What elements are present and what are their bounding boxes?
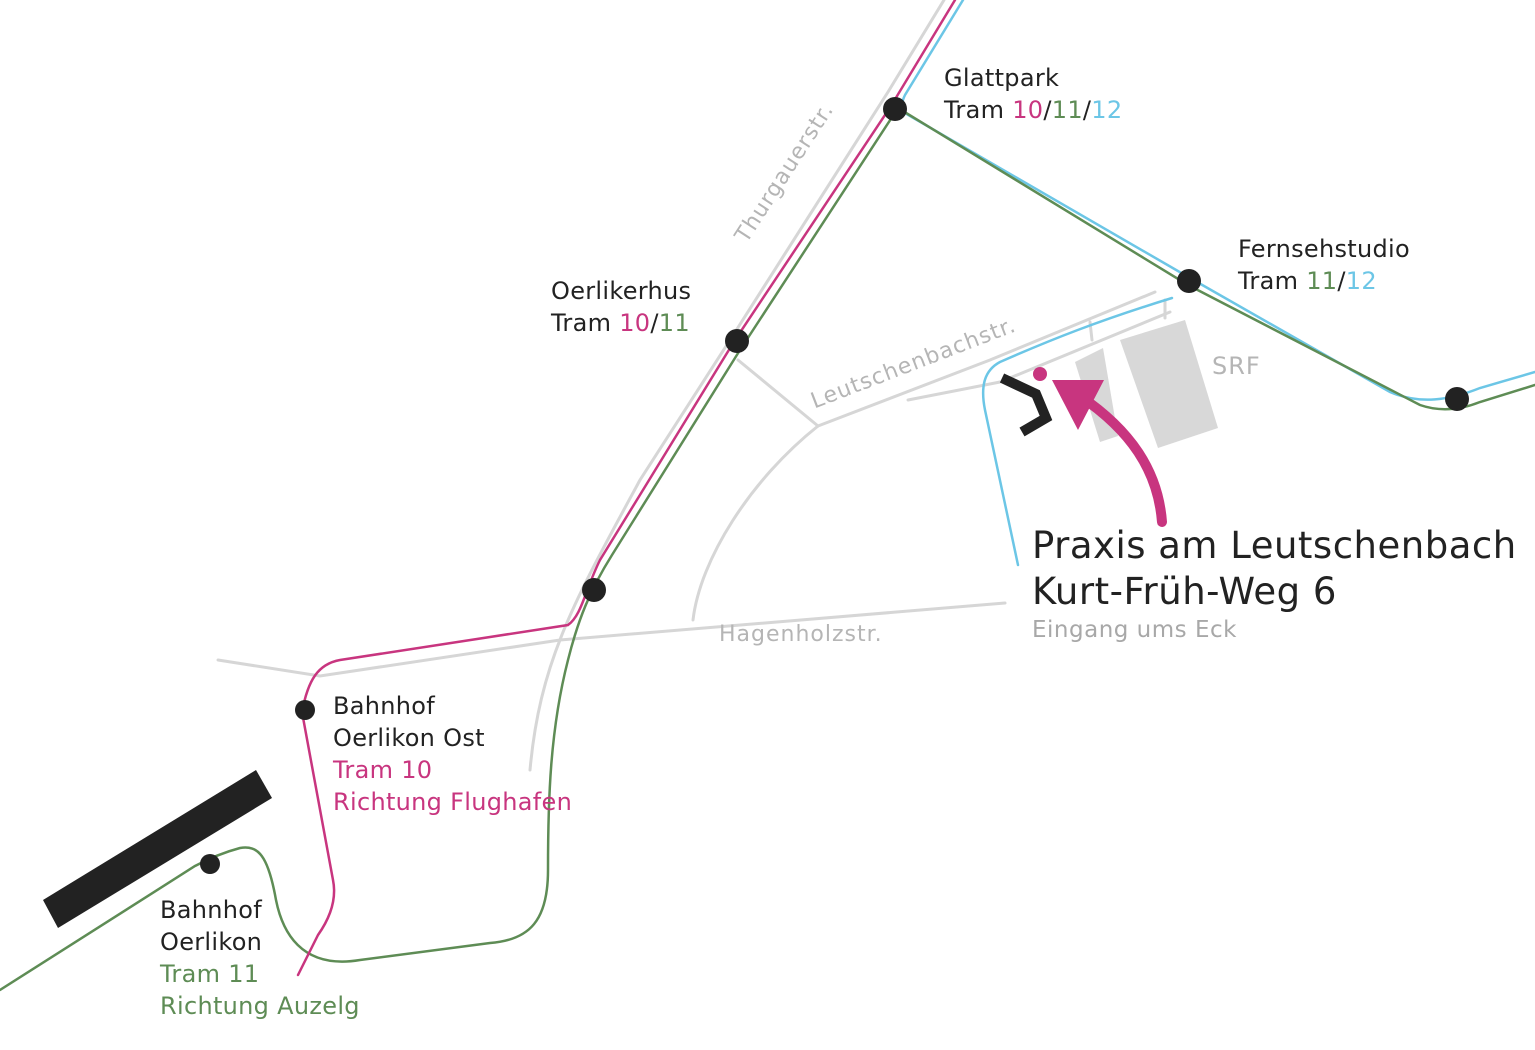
separator: / [1043,96,1052,124]
stop-name-line2: Oerlikon Ost [333,724,485,752]
stop-label-oerlikon-ost: Bahnhof Oerlikon Ost Tram 10 Richtung Fl… [333,690,572,818]
destination-label: Praxis am Leutschenbach Kurt-Früh-Weg 6 … [1032,523,1517,645]
destination-arrow-head [1052,380,1104,430]
tram-line: Tram 11 [160,960,260,988]
railway-station-building [43,770,272,928]
srf-building-large [1120,320,1218,448]
destination-address: Kurt-Früh-Weg 6 [1032,570,1337,613]
station-hagenholz[interactable] [582,578,606,602]
station-oerlikon[interactable] [200,854,220,874]
station-fernsehstudio[interactable] [1177,269,1201,293]
line-10: 10 [1012,96,1044,124]
line-10: 10 [619,309,651,337]
stop-label-oerlikon: Bahnhof Oerlikon Tram 11 Richtung Auzelg [160,894,360,1022]
separator: / [650,309,659,337]
line-12: 12 [1091,96,1123,124]
station-oerlikerhus[interactable] [725,329,749,353]
line-11: 11 [1306,267,1338,295]
entrance-marker[interactable] [1033,367,1047,381]
stop-label-fernsehstudio: Fernsehstudio Tram 11/12 [1238,233,1410,297]
stop-lines: Tram 10/11/12 [944,94,1122,126]
stop-label-oerlikerhus: Oerlikerhus Tram 10/11 [551,275,691,339]
tram-line: Tram 10 [333,756,433,784]
tram-11-route [0,106,1535,992]
station-oerlikon-ost[interactable] [295,700,315,720]
stop-name-line1: Bahnhof [333,692,436,720]
separator: / [1082,96,1092,124]
practice-building [999,373,1053,437]
station-glattpark[interactable] [883,97,907,121]
hagenholzstrasse-road [216,601,1007,678]
destination-name: Praxis am Leutschenbach [1032,524,1517,567]
stop-name-line2: Oerlikon [160,928,263,956]
streets [216,0,1172,772]
leutschenbachstrasse-road [816,290,1157,428]
stations [200,97,1469,874]
stop-name: Oerlikerhus [551,277,692,305]
stop-name: Fernsehstudio [1238,235,1411,263]
tram-prefix: Tram [944,96,1013,124]
tram-prefix: Tram [1238,267,1307,295]
tram-direction: Richtung Flughafen [333,788,573,816]
tram-direction: Richtung Auzelg [160,992,360,1020]
destination-arrow [1075,391,1167,527]
line-11: 11 [1051,96,1083,124]
connector-road-south [691,424,820,622]
stop-label-glattpark: Glattpark Tram 10/11/12 [944,62,1122,126]
stop-lines: Tram 11/12 [1238,265,1410,297]
separator: / [1337,267,1346,295]
thurgauerstrasse-road [528,0,946,772]
destination-note: Eingang ums Eck [1032,617,1237,643]
stop-lines: Tram 10/11 [551,307,691,339]
stop-name-line1: Bahnhof [160,896,263,924]
srf-label: SRF [1212,352,1261,380]
line-11: 11 [658,309,690,337]
tram-prefix: Tram [551,309,620,337]
line-12: 12 [1345,267,1377,295]
tram-10-route [296,0,957,977]
srf-access-road [1003,310,1172,382]
street-label-hagenholz: Hagenholzstr. [719,622,883,647]
stop-name: Glattpark [944,64,1060,92]
station-east[interactable] [1445,387,1469,411]
connector-road-north [736,358,820,428]
